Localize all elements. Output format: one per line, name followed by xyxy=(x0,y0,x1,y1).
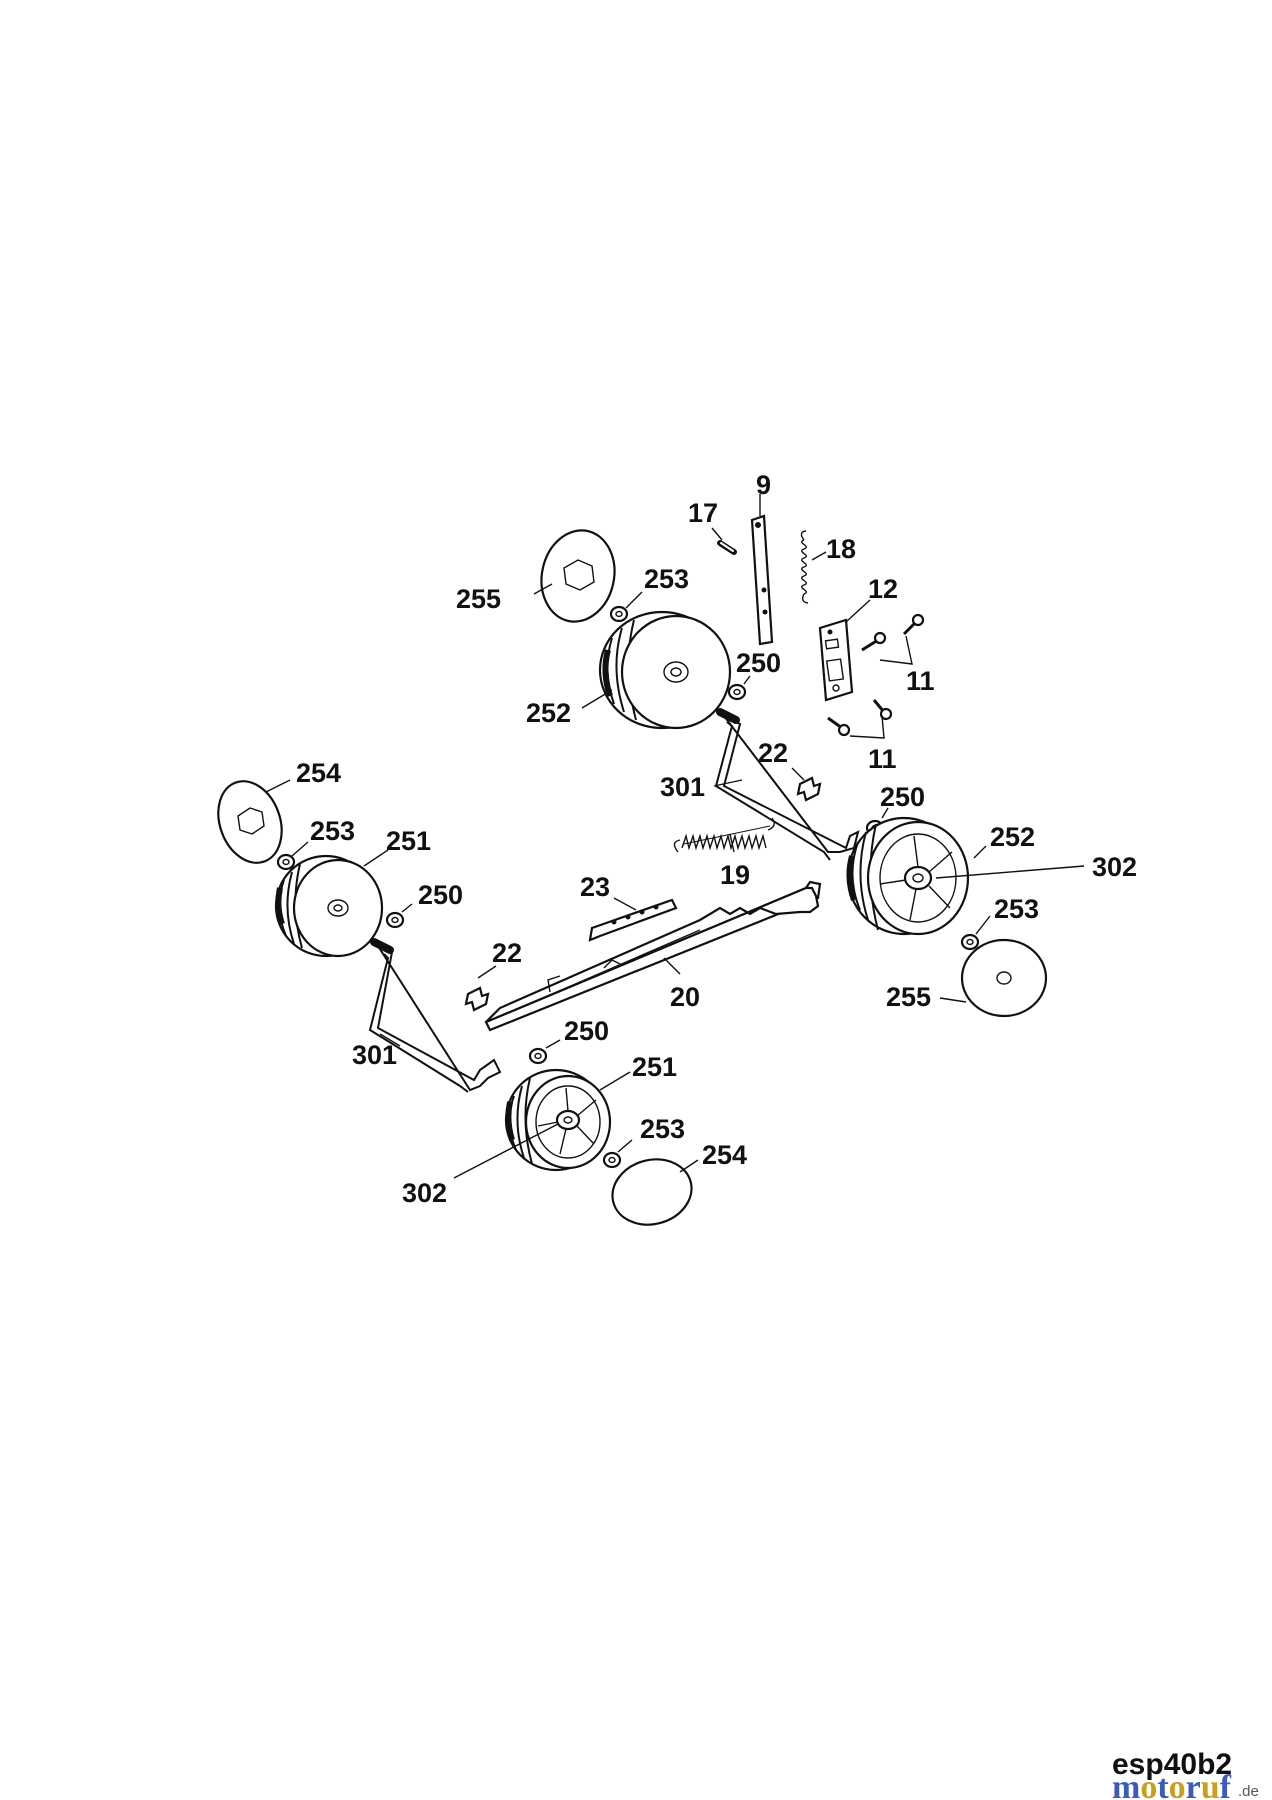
leader-19 xyxy=(729,833,735,853)
leader-253-bottom xyxy=(617,1139,633,1153)
label-302-right: 302 xyxy=(1092,852,1137,882)
part-22-clip-left xyxy=(464,986,490,1012)
label-12: 12 xyxy=(868,574,898,604)
part-302-rim-right xyxy=(879,835,953,921)
part-301-axle-left xyxy=(368,938,502,1093)
label-301-left: 301 xyxy=(352,1040,397,1070)
label-255-top: 255 xyxy=(456,584,501,614)
part-17-pin xyxy=(717,540,737,555)
part-253-washer-top xyxy=(609,605,629,623)
label-253-right: 253 xyxy=(994,894,1039,924)
leader-17 xyxy=(711,527,723,541)
leader-253-left xyxy=(291,841,309,857)
label-301-right: 301 xyxy=(660,772,705,802)
leader-253-top xyxy=(625,591,643,609)
part-11-screws-lower xyxy=(827,699,893,737)
part-12-bracket-plate xyxy=(818,618,854,702)
leader-302-left xyxy=(453,1123,559,1179)
part-9-adjust-bar xyxy=(750,514,774,646)
leader-251-left xyxy=(363,849,389,867)
part-20-lever xyxy=(484,880,822,1032)
leader-253-right xyxy=(975,915,991,935)
part-11-screws-upper xyxy=(861,613,925,652)
leader-252-right xyxy=(973,845,987,859)
watermark-suffix: .de xyxy=(1238,1783,1259,1800)
leader-12 xyxy=(845,599,871,623)
label-302-left: 302 xyxy=(402,1178,447,1208)
part-301-axle-right xyxy=(714,708,860,861)
label-254-left: 254 xyxy=(296,758,341,788)
leader-250-right xyxy=(881,807,889,819)
leader-22-right xyxy=(791,767,805,781)
part-254-hubcap-bottom xyxy=(611,1158,693,1226)
leader-22-left xyxy=(477,965,497,979)
label-251-bottom: 251 xyxy=(632,1052,677,1082)
leader-250-left xyxy=(401,903,413,913)
part-252-wheel-top xyxy=(598,610,732,730)
leader-250-top xyxy=(743,675,751,685)
leader-255-right xyxy=(939,997,967,1003)
leader-11-a xyxy=(879,635,913,665)
label-19: 19 xyxy=(720,860,750,890)
label-253-left: 253 xyxy=(310,816,355,846)
leader-11-b xyxy=(849,715,885,739)
label-250-top: 250 xyxy=(736,648,781,678)
leader-23 xyxy=(613,897,637,911)
part-302-rim-bottom xyxy=(537,1087,597,1155)
label-250-right: 250 xyxy=(880,782,925,812)
label-22-left: 22 xyxy=(492,938,522,968)
label-20: 20 xyxy=(670,982,700,1012)
leader-20 xyxy=(663,957,681,975)
label-253-top: 253 xyxy=(644,564,689,594)
leader-254-left xyxy=(265,779,291,793)
label-9: 9 xyxy=(756,470,771,500)
label-255-right: 255 xyxy=(886,982,931,1012)
label-250-left: 250 xyxy=(418,880,463,910)
leader-250-bottom xyxy=(545,1039,561,1049)
part-255-hubcap-top xyxy=(540,529,616,623)
label-252-right: 252 xyxy=(990,822,1035,852)
label-253-bottom: 253 xyxy=(640,1114,685,1144)
leader-252-top xyxy=(581,689,613,709)
part-253-washer-right xyxy=(960,933,980,951)
leader-255-top xyxy=(533,583,553,595)
leader-301-left xyxy=(379,1033,401,1047)
part-250-spacer-top xyxy=(727,683,747,701)
label-251-left: 251 xyxy=(386,826,431,856)
watermark-text: motoruf xyxy=(1112,1769,1232,1800)
label-18: 18 xyxy=(826,534,856,564)
label-252-top: 252 xyxy=(526,698,571,728)
watermark: motoruf .de xyxy=(1112,1769,1259,1800)
label-11-b: 11 xyxy=(868,744,897,774)
leader-18 xyxy=(811,551,827,561)
leader-251-bottom xyxy=(599,1071,631,1091)
label-17: 17 xyxy=(688,498,718,528)
label-254-bottom: 254 xyxy=(702,1140,747,1170)
part-250-spacer-bottom xyxy=(528,1047,548,1065)
part-19-spring xyxy=(673,817,775,853)
label-11-a: 11 xyxy=(906,666,935,696)
label-23: 23 xyxy=(580,872,610,902)
part-254-hubcap-left xyxy=(217,780,283,864)
leader-301-right xyxy=(713,779,743,787)
part-250-spacer-left xyxy=(385,911,405,929)
part-251-wheel-left xyxy=(274,854,384,958)
part-22-clip-right xyxy=(796,776,822,802)
diagram-code: esp40b2 xyxy=(1112,1748,1232,1781)
part-253-washer-left xyxy=(276,853,296,871)
part-253-washer-bottom xyxy=(602,1151,622,1169)
part-23-plate xyxy=(588,898,678,942)
label-22-right: 22 xyxy=(758,738,788,768)
label-250-bottom: 250 xyxy=(564,1016,609,1046)
part-18-spring xyxy=(800,530,809,604)
leader-254-bottom xyxy=(679,1159,699,1173)
leader-302-right xyxy=(935,865,1085,879)
part-255-hubcap-right xyxy=(960,938,1048,1018)
